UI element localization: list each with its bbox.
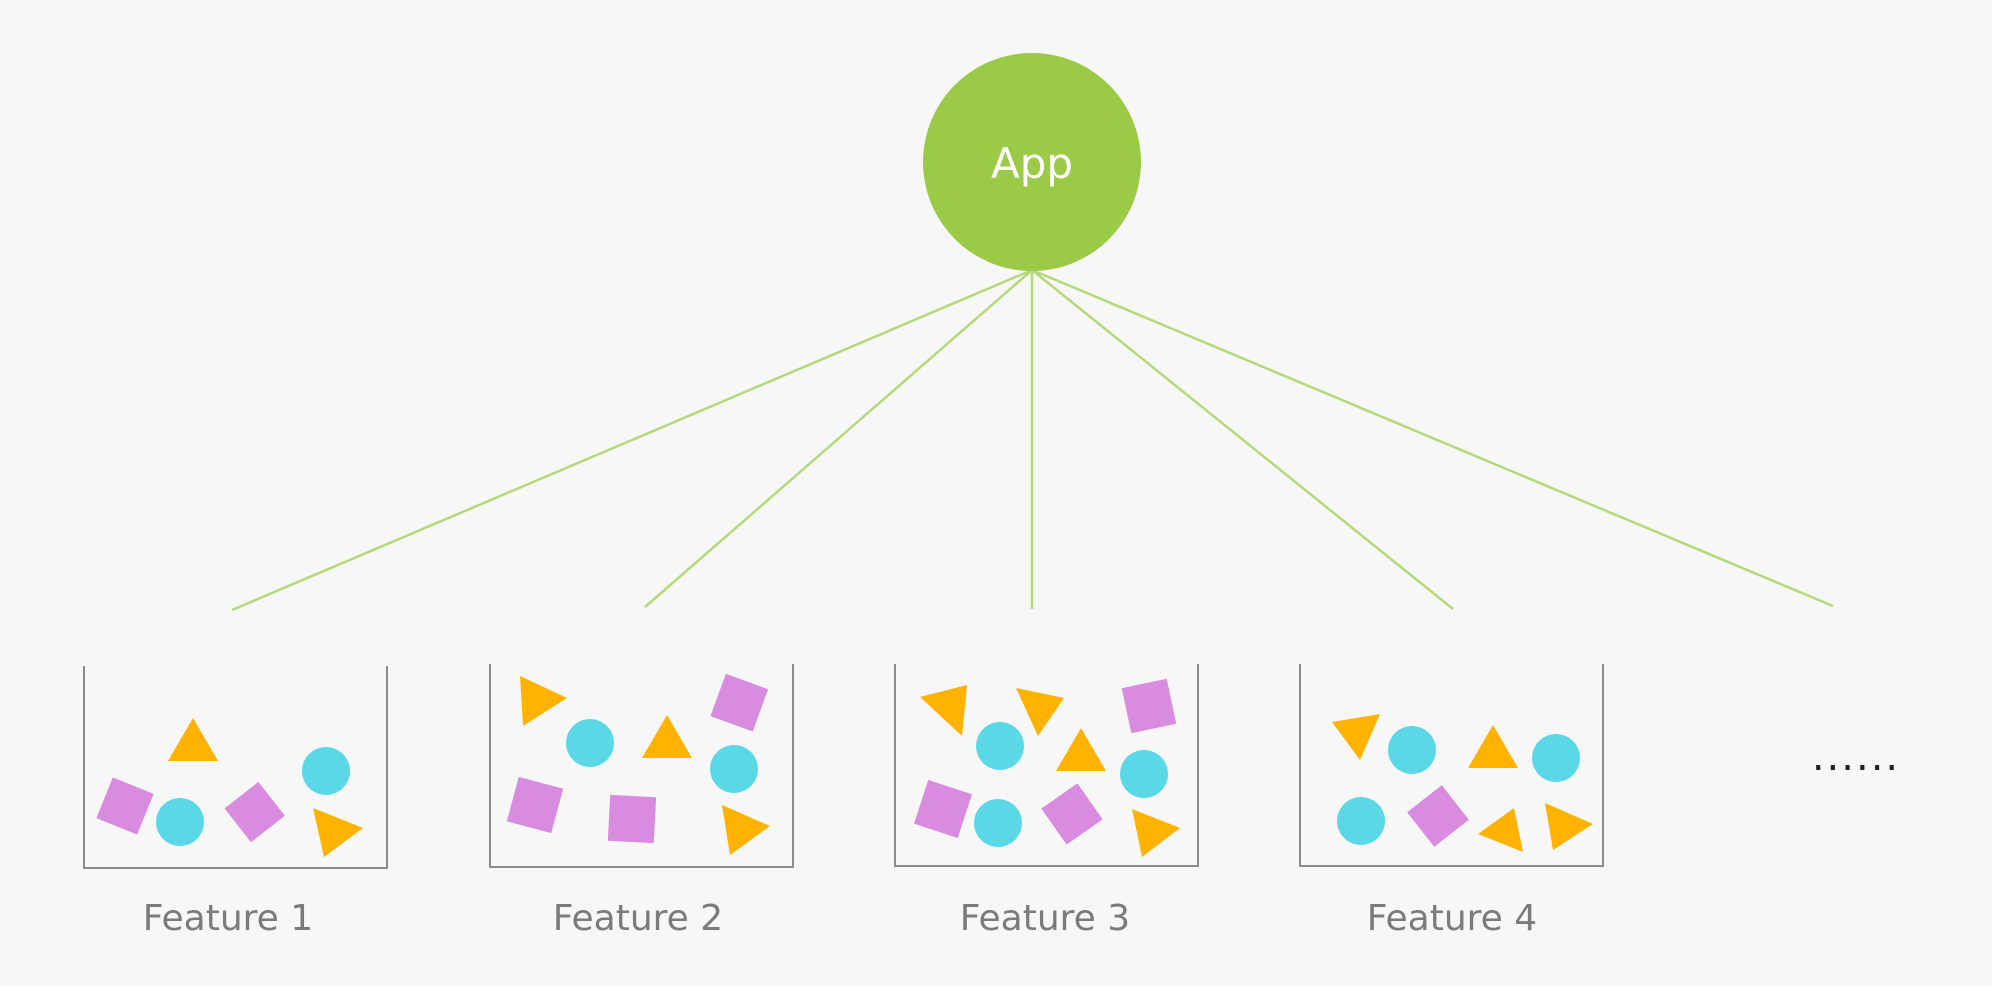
triangle-shape [642, 715, 692, 758]
feature-group-2: Feature 2 [489, 664, 794, 939]
triangle-shape [1545, 803, 1593, 850]
triangle-shape [168, 718, 218, 761]
triangle-shape [313, 808, 363, 857]
square-shape [710, 673, 769, 732]
feature-container-4 [1299, 664, 1604, 867]
feature-label-3: Feature 3 [960, 898, 1130, 939]
square-shape [96, 777, 154, 835]
circle-shape [1388, 726, 1436, 774]
connector-lines [231, 268, 1834, 612]
triangle-shape [1016, 688, 1064, 736]
circle-shape [1120, 750, 1168, 798]
circle-shape [710, 745, 758, 793]
square-shape [607, 794, 657, 844]
feature-container-2 [489, 664, 794, 868]
square-shape [1041, 783, 1103, 845]
square-shape [1121, 678, 1177, 734]
triangle-shape [1332, 714, 1380, 760]
circle-shape [156, 798, 204, 846]
feature-group-1: Feature 1 [83, 666, 388, 939]
feature-group-3: Feature 3 [894, 664, 1199, 939]
circle-shape [302, 747, 350, 795]
triangle-shape [1132, 809, 1180, 857]
triangle-shape [1478, 808, 1523, 852]
app-label: App [991, 139, 1073, 188]
triangle-shape [920, 685, 967, 736]
triangle-shape [1468, 725, 1518, 768]
connector-feature-1 [231, 268, 1033, 612]
circle-shape [1532, 734, 1580, 782]
app-circle [923, 53, 1141, 271]
circle-shape [976, 722, 1024, 770]
feature-label-1: Feature 1 [143, 898, 313, 939]
square-shape [506, 776, 564, 834]
circle-shape [1337, 797, 1385, 845]
circle-shape [566, 719, 614, 767]
circle-shape [974, 799, 1022, 847]
feature-label-2: Feature 2 [553, 898, 723, 939]
feature-label-4: Feature 4 [1367, 898, 1537, 939]
square-shape [914, 780, 972, 838]
feature-group-4: Feature 4 [1299, 664, 1604, 939]
triangle-shape [520, 676, 567, 726]
more-ellipsis: ...... [1812, 734, 1900, 780]
feature-container-3 [894, 664, 1199, 867]
square-shape [224, 781, 285, 843]
connector-more [1031, 268, 1834, 608]
app-node: App [923, 53, 1141, 271]
square-shape [1407, 785, 1469, 847]
feature-container-1 [83, 666, 388, 869]
connector-feature-2 [644, 269, 1033, 608]
connector-feature-4 [1031, 269, 1454, 610]
triangle-shape [1056, 728, 1106, 771]
triangle-shape [722, 805, 770, 855]
